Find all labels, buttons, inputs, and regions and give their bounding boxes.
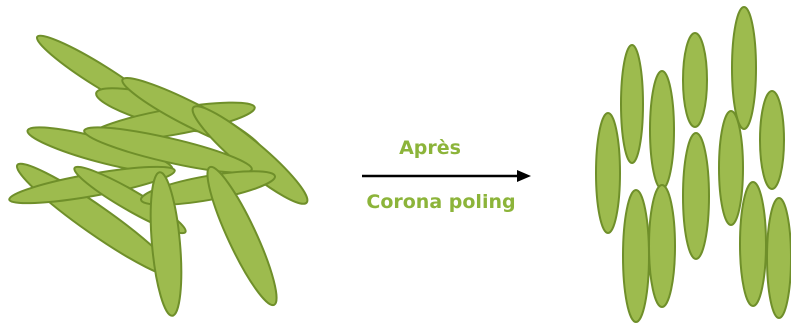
random-orientation-cluster	[7, 27, 315, 316]
aligned-ellipse-11	[740, 182, 766, 306]
aligned-ellipse-12	[767, 198, 791, 318]
arrow-head	[517, 170, 531, 182]
aligned-ellipse-7	[683, 133, 709, 259]
aligned-ellipse-4	[732, 7, 756, 129]
aligned-orientation-cluster	[596, 7, 791, 322]
aligned-ellipse-3	[683, 33, 707, 127]
aligned-ellipse-10	[649, 185, 675, 307]
aligned-ellipse-2	[650, 71, 674, 189]
aligned-ellipse-9	[623, 190, 649, 322]
aligned-ellipse-5	[760, 91, 784, 189]
aligned-ellipse-6	[596, 113, 620, 233]
aligned-ellipse-8	[719, 111, 743, 225]
aligned-ellipse-1	[621, 45, 643, 163]
label-apres: Après	[399, 137, 461, 159]
label-corona-poling: Corona poling	[366, 191, 515, 213]
